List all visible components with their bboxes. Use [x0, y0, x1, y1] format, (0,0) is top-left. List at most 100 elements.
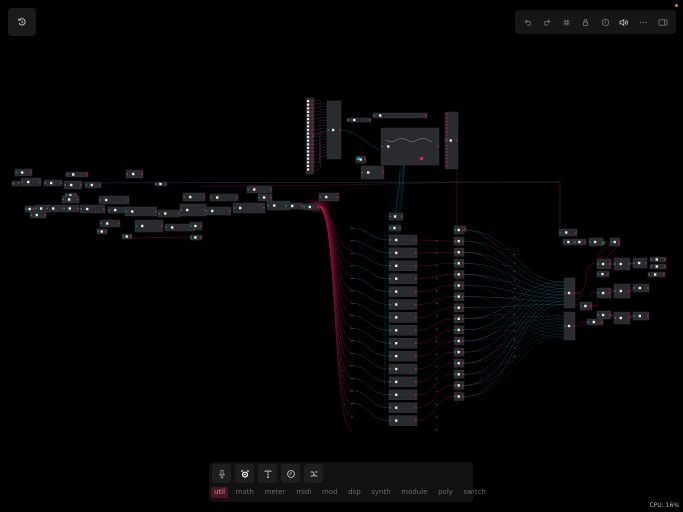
palette-microphone-node[interactable] [212, 464, 231, 483]
node-value-knob[interactable] [653, 273, 657, 276]
graph-node[interactable] [388, 286, 418, 297]
node-value-knob[interactable] [638, 286, 641, 290]
input-port[interactable] [190, 225, 192, 227]
graph-node[interactable] [453, 247, 465, 257]
node-value-knob[interactable] [457, 395, 460, 398]
output-port[interactable] [575, 231, 577, 234]
output-port[interactable] [39, 181, 41, 183]
output-port[interactable] [437, 145, 439, 148]
output-port[interactable] [462, 329, 464, 331]
node-value-knob[interactable] [325, 195, 328, 199]
output-port[interactable] [462, 284, 464, 287]
input-port[interactable] [389, 406, 391, 409]
output-port[interactable] [127, 199, 129, 201]
input-port[interactable] [62, 198, 64, 201]
graph-node[interactable] [204, 206, 232, 216]
redo-button[interactable] [539, 14, 555, 30]
input-port[interactable] [205, 210, 207, 212]
node-value-knob[interactable] [593, 240, 597, 244]
input-port[interactable] [97, 230, 99, 233]
graph-node[interactable] [453, 392, 465, 401]
reroute-point[interactable] [514, 254, 516, 256]
node-value-knob[interactable] [457, 228, 460, 232]
graph-node[interactable] [388, 376, 418, 388]
input-port[interactable] [389, 215, 391, 218]
input-port[interactable] [454, 329, 456, 331]
input-port[interactable] [580, 305, 582, 307]
input-port[interactable] [35, 207, 37, 210]
output-port[interactable] [415, 290, 417, 293]
node-value-knob[interactable] [395, 264, 398, 267]
node-value-knob[interactable] [72, 173, 75, 176]
reroute-point[interactable] [351, 290, 353, 292]
input-port[interactable] [650, 258, 652, 261]
node-value-knob[interactable] [584, 304, 587, 308]
node-value-knob[interactable] [395, 380, 398, 384]
output-port[interactable] [462, 340, 464, 342]
input-port[interactable] [356, 158, 358, 161]
reroute-point[interactable] [514, 279, 516, 281]
output-port[interactable] [369, 119, 371, 121]
node-value-knob[interactable] [457, 262, 460, 265]
input-port[interactable] [454, 318, 456, 320]
reroute-point[interactable] [436, 353, 438, 355]
node-value-knob[interactable] [567, 324, 571, 328]
output-port[interactable] [462, 373, 464, 376]
graph-node[interactable] [632, 311, 650, 321]
output-port[interactable] [647, 287, 649, 289]
node-value-knob[interactable] [567, 291, 571, 295]
input-port[interactable] [373, 114, 375, 117]
output-port[interactable] [60, 182, 62, 184]
node-value-knob[interactable] [619, 262, 622, 266]
reroute-point[interactable] [351, 240, 353, 242]
node-value-knob[interactable] [353, 118, 356, 122]
reroute-point[interactable] [351, 328, 353, 330]
node-value-knob[interactable] [457, 350, 460, 354]
input-port[interactable] [65, 194, 67, 197]
lock-button[interactable] [578, 14, 594, 30]
output-port[interactable] [464, 228, 466, 230]
reroute-point[interactable] [436, 265, 438, 267]
reroute-point[interactable] [436, 340, 438, 342]
output-port[interactable] [584, 241, 586, 243]
node-value-knob[interactable] [68, 207, 71, 210]
output-port[interactable] [203, 196, 205, 198]
input-port[interactable] [389, 381, 391, 383]
graph-node[interactable] [388, 299, 418, 310]
output-port[interactable] [456, 139, 458, 142]
input-port[interactable] [389, 316, 391, 319]
output-port[interactable] [601, 321, 603, 323]
node-value-knob[interactable] [613, 240, 616, 244]
graph-node[interactable] [63, 180, 83, 190]
node-value-knob[interactable] [67, 198, 71, 201]
reroute-point[interactable] [351, 278, 353, 280]
node-value-knob[interactable] [395, 393, 398, 396]
node-value-knob[interactable] [395, 277, 398, 280]
reroute-point[interactable] [436, 252, 438, 254]
graph-node[interactable] [444, 111, 459, 170]
graph-node[interactable] [388, 273, 418, 284]
node-value-knob[interactable] [395, 290, 398, 293]
node-value-knob[interactable] [457, 306, 460, 309]
graph-node[interactable] [453, 314, 465, 323]
input-port[interactable] [559, 231, 561, 234]
node-value-knob[interactable] [395, 419, 398, 422]
output-port[interactable] [30, 171, 32, 174]
graph-node[interactable] [453, 259, 465, 268]
node-value-knob[interactable] [655, 258, 658, 261]
input-port[interactable] [389, 265, 391, 267]
output-port[interactable] [301, 205, 303, 207]
output-port[interactable] [462, 384, 464, 387]
reroute-point[interactable] [351, 303, 353, 305]
input-port[interactable] [454, 251, 456, 253]
output-port[interactable] [590, 305, 592, 307]
node-value-knob[interactable] [194, 236, 197, 239]
reroute-point[interactable] [514, 313, 516, 315]
output-port[interactable] [339, 129, 341, 131]
output-port[interactable] [628, 317, 630, 319]
output-port[interactable] [647, 315, 649, 317]
input-port[interactable] [66, 173, 68, 176]
graph-node[interactable] [579, 301, 593, 311]
output-port[interactable] [462, 273, 464, 276]
graph-node[interactable] [61, 195, 80, 204]
